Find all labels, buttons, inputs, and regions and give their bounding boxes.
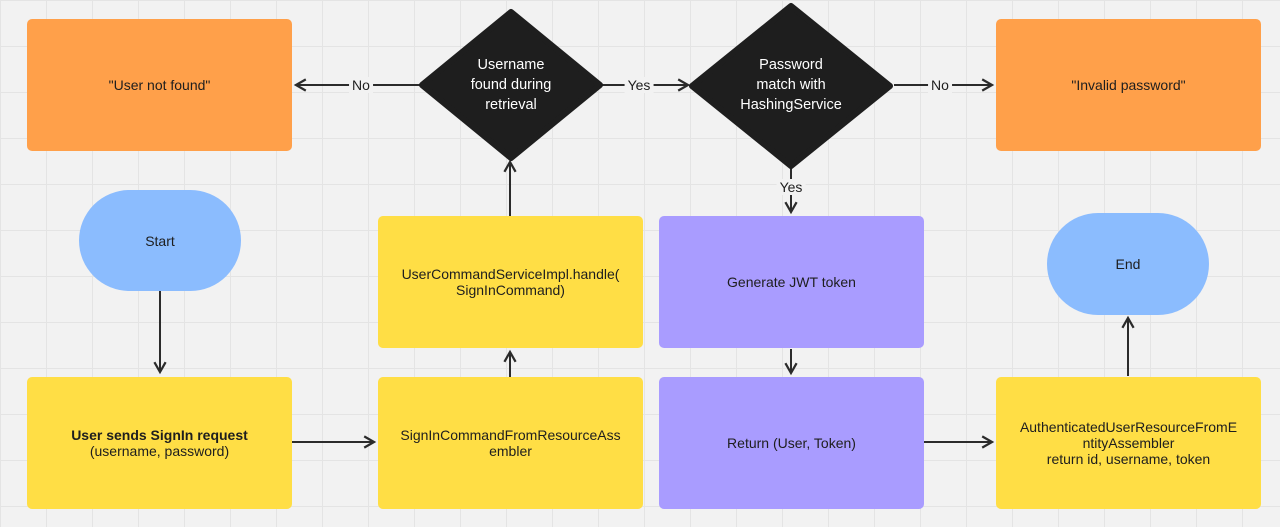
node-invalid-password[interactable]: "Invalid password" xyxy=(996,19,1261,151)
edge-label-no-right: No xyxy=(928,77,952,93)
node-signin-assembler-line-1: SignInCommandFromResourceAss xyxy=(400,427,621,443)
node-generate-jwt-label: Generate JWT token xyxy=(727,274,856,290)
node-invalid-password-label: "Invalid password" xyxy=(1071,77,1186,93)
edge-label-no-left: No xyxy=(349,77,373,93)
node-signin-assembler-line-2: embler xyxy=(489,443,532,459)
node-signin-request-sub: (username, password) xyxy=(89,443,230,459)
node-auth-assembler-line-3: return id, username, token xyxy=(1046,451,1211,467)
node-handle[interactable]: UserCommandServiceImpl.handle( SignInCom… xyxy=(378,216,643,348)
diamond-password-match[interactable] xyxy=(689,3,893,169)
node-user-not-found[interactable]: "User not found" xyxy=(27,19,292,151)
node-start[interactable]: Start xyxy=(79,190,241,291)
edge-label-yes-down: Yes xyxy=(776,179,806,195)
node-handle-line-1: UserCommandServiceImpl.handle( xyxy=(401,266,620,282)
node-signin-assembler[interactable]: SignInCommandFromResourceAss embler xyxy=(378,377,643,509)
node-return-token[interactable]: Return (User, Token) xyxy=(659,377,924,509)
node-generate-jwt[interactable]: Generate JWT token xyxy=(659,216,924,348)
diamond-username-found[interactable] xyxy=(419,9,603,161)
node-auth-assembler[interactable]: AuthenticatedUserResourceFromE ntityAsse… xyxy=(996,377,1261,509)
node-signin-request-title: User sends SignIn request xyxy=(71,427,248,443)
node-handle-line-2: SignInCommand) xyxy=(456,282,565,298)
edge-label-yes-top: Yes xyxy=(624,77,654,93)
node-end-label: End xyxy=(1115,256,1141,272)
node-end[interactable]: End xyxy=(1047,213,1209,315)
node-auth-assembler-line-1: AuthenticatedUserResourceFromE xyxy=(1019,419,1238,435)
node-start-label: Start xyxy=(145,232,175,249)
node-user-not-found-label: "User not found" xyxy=(108,77,211,93)
node-signin-request[interactable]: User sends SignIn request (username, pas… xyxy=(27,377,292,509)
node-auth-assembler-line-2: ntityAssembler xyxy=(1082,435,1175,451)
node-return-token-label: Return (User, Token) xyxy=(727,435,856,451)
